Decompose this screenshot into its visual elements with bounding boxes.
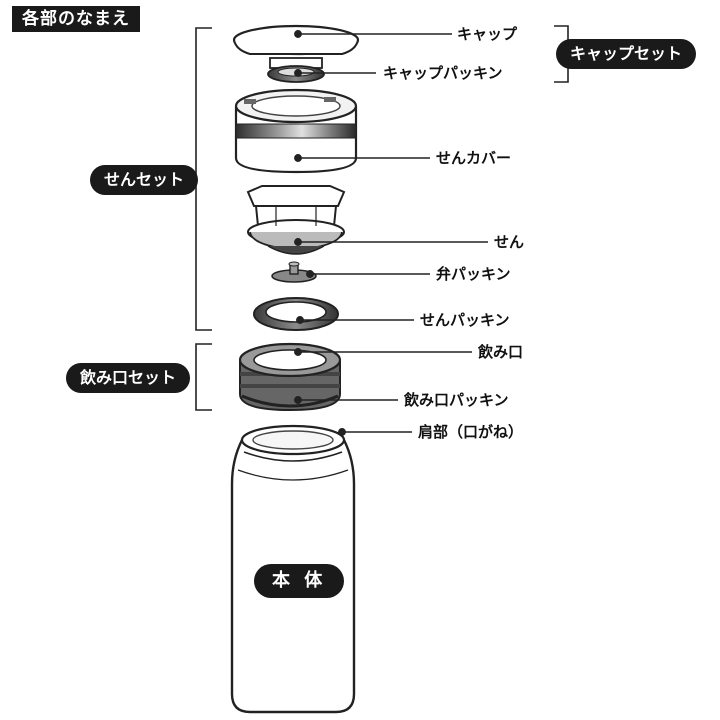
label-cap-packing: キャップパッキン xyxy=(383,64,503,82)
group-sen-set: せんセット xyxy=(90,165,199,195)
label-sen-packing: せんパッキン xyxy=(420,311,510,329)
ben-packing-part xyxy=(271,261,317,283)
label-nomikuchi: 飲み口 xyxy=(478,343,524,361)
leader-lines xyxy=(294,30,488,436)
group-nomikuchi-set: 飲み口セット xyxy=(66,363,191,393)
sen-cover-part xyxy=(234,88,358,174)
label-sen-cover: せんカバー xyxy=(436,149,512,167)
group-body: 本 体 xyxy=(254,564,345,598)
label-cap: キャップ xyxy=(457,25,518,43)
group-cap-set: キャップセット xyxy=(556,39,697,69)
label-ben-packing: 弁パッキン xyxy=(436,265,511,283)
diagram-title: 各部のなまえ xyxy=(12,6,140,32)
cap-part xyxy=(232,24,360,56)
sen-packing-part xyxy=(253,297,339,331)
label-nomikuchi-packing: 飲み口パッキン xyxy=(404,391,509,409)
label-katabu: 肩部（口がね） xyxy=(418,423,524,441)
label-sen: せん xyxy=(494,233,525,251)
sen-part xyxy=(246,185,346,255)
